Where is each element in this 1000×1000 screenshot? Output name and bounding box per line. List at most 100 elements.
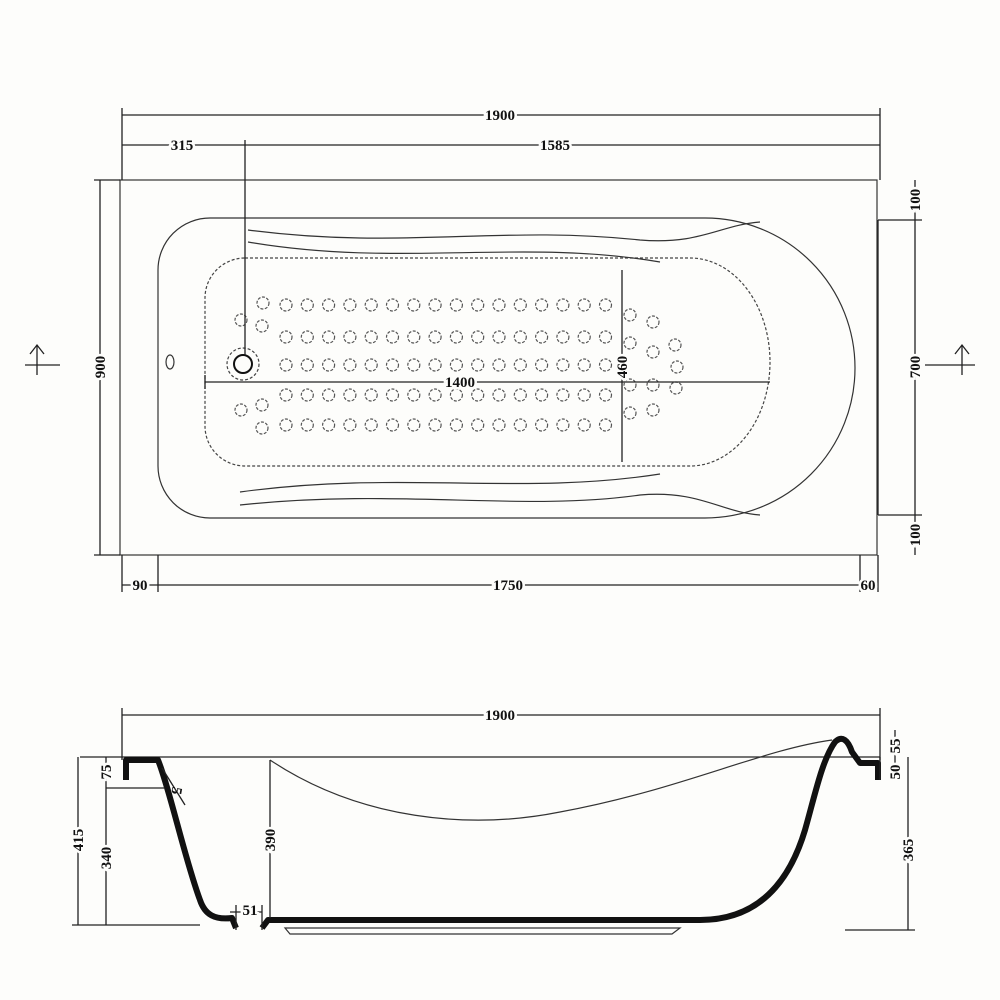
- anti-slip-dot: [577, 358, 591, 372]
- anti-slip-dot: [449, 358, 463, 372]
- anti-slip-dot: [556, 418, 570, 432]
- anti-slip-dot: [428, 330, 442, 344]
- anti-slip-dot: [513, 330, 527, 344]
- anti-slip-dot: [471, 388, 485, 402]
- anti-slip-dot: [364, 330, 378, 344]
- anti-slip-dot: [623, 406, 637, 420]
- dim-overall-width: 900: [93, 356, 109, 379]
- tub-base-plate: [283, 927, 682, 935]
- anti-slip-dot: [255, 319, 269, 333]
- anti-slip-dot: [556, 298, 570, 312]
- anti-slip-dot: [322, 330, 336, 344]
- dim-foot-span: 1750: [493, 578, 523, 594]
- anti-slip-dot: [471, 418, 485, 432]
- armrest-contour-bottom-inner: [239, 473, 661, 493]
- anti-slip-dot: [534, 358, 549, 372]
- dim-inner-depth: 390: [263, 829, 279, 852]
- anti-slip-dot: [534, 418, 549, 432]
- anti-slip-dot: [449, 388, 463, 402]
- anti-slip-dot: [300, 358, 314, 372]
- anti-slip-dot: [428, 388, 442, 402]
- dim-drain-to-end: 1585: [540, 138, 570, 154]
- anti-slip-dot: [364, 418, 378, 432]
- anti-slip-dot: [407, 358, 421, 372]
- anti-slip-dot: [343, 330, 357, 344]
- anti-slip-dot: [556, 330, 570, 344]
- anti-slip-dot: [279, 358, 293, 372]
- anti-slip-dot: [556, 358, 570, 372]
- anti-slip-dot: [577, 298, 591, 312]
- armrest-contour-bottom: [239, 493, 761, 516]
- anti-slip-dot: [234, 313, 248, 327]
- anti-slip-dot: [513, 418, 527, 432]
- anti-slip-dot: [428, 418, 442, 432]
- anti-slip-dot: [322, 388, 336, 402]
- section-arrow-left-icon: [25, 343, 60, 375]
- dim-inner-width: 700: [908, 356, 924, 379]
- anti-slip-dot: [385, 418, 400, 432]
- anti-slip-dot: [492, 358, 506, 372]
- anti-slip-dot: [623, 308, 637, 322]
- anti-slip-dot: [623, 378, 637, 392]
- anti-slip-dot: [534, 388, 549, 402]
- anti-slip-dot: [646, 403, 660, 417]
- anti-slip-dot: [623, 336, 637, 350]
- armrest-profile: [269, 739, 833, 821]
- anti-slip-dot: [343, 388, 357, 402]
- anti-slip-dot: [364, 298, 378, 312]
- dim-foot-left: 90: [133, 578, 148, 594]
- anti-slip-dot: [364, 358, 378, 372]
- anti-slip-dot: [598, 330, 613, 344]
- anti-slip-dot: [385, 358, 400, 372]
- anti-slip-dot: [449, 298, 463, 312]
- anti-slip-dot: [471, 358, 485, 372]
- anti-slip-dot: [256, 296, 270, 310]
- dim-foot-right: 60: [861, 578, 876, 594]
- anti-slip-dot: [300, 330, 314, 344]
- armrest-contour-top: [247, 221, 761, 242]
- anti-slip-dot: [279, 330, 293, 344]
- anti-slip-dot: [407, 330, 421, 344]
- anti-slip-dot: [646, 315, 660, 329]
- anti-slip-dot: [407, 418, 421, 432]
- dim-overall-length: 1900: [485, 108, 515, 124]
- section-arrow-right-icon: [925, 343, 975, 375]
- anti-slip-dot: [255, 421, 269, 435]
- tub-rim-outline: [157, 217, 856, 519]
- anti-slip-dot: [668, 338, 682, 352]
- anti-slip-dot: [279, 388, 293, 402]
- anti-slip-dot: [385, 388, 400, 402]
- anti-slip-dot: [598, 418, 613, 432]
- anti-slip-dot: [577, 418, 591, 432]
- anti-slip-dot: [300, 418, 314, 432]
- dim-side-overall-length: 1900: [485, 708, 515, 724]
- anti-slip-dot: [449, 418, 463, 432]
- dim-drain-offset: 315: [171, 138, 194, 154]
- armrest-contour-top-inner: [247, 241, 661, 263]
- anti-slip-dot: [385, 298, 400, 312]
- anti-slip-dot: [471, 298, 485, 312]
- anti-slip-dot: [322, 418, 336, 432]
- side-view: 1900 390 415 75 340 5 51 50 55 365: [69, 706, 920, 935]
- dim-rim-right-b: 55: [888, 739, 904, 754]
- anti-slip-dot: [492, 388, 506, 402]
- dim-rim-bottom: 100: [908, 524, 924, 547]
- anti-slip-dot: [255, 398, 269, 412]
- anti-slip-dot: [407, 388, 421, 402]
- dim-rim-right-a: 50: [888, 765, 904, 780]
- overflow-icon: [165, 354, 175, 370]
- anti-slip-dot: [322, 298, 336, 312]
- anti-slip-dot: [343, 418, 357, 432]
- anti-slip-dot: [598, 298, 613, 312]
- drain-outer-icon: [226, 347, 260, 381]
- anti-slip-dot: [300, 388, 314, 402]
- anti-slip-dot: [556, 388, 570, 402]
- anti-slip-dot: [343, 358, 357, 372]
- tub-wall-section: [123, 735, 881, 930]
- anti-slip-dot: [428, 358, 442, 372]
- anti-slip-dot: [492, 330, 506, 344]
- anti-slip-dot: [534, 298, 549, 312]
- dim-basin-width: 460: [615, 356, 631, 379]
- dim-wall-thickness: 5: [167, 786, 184, 796]
